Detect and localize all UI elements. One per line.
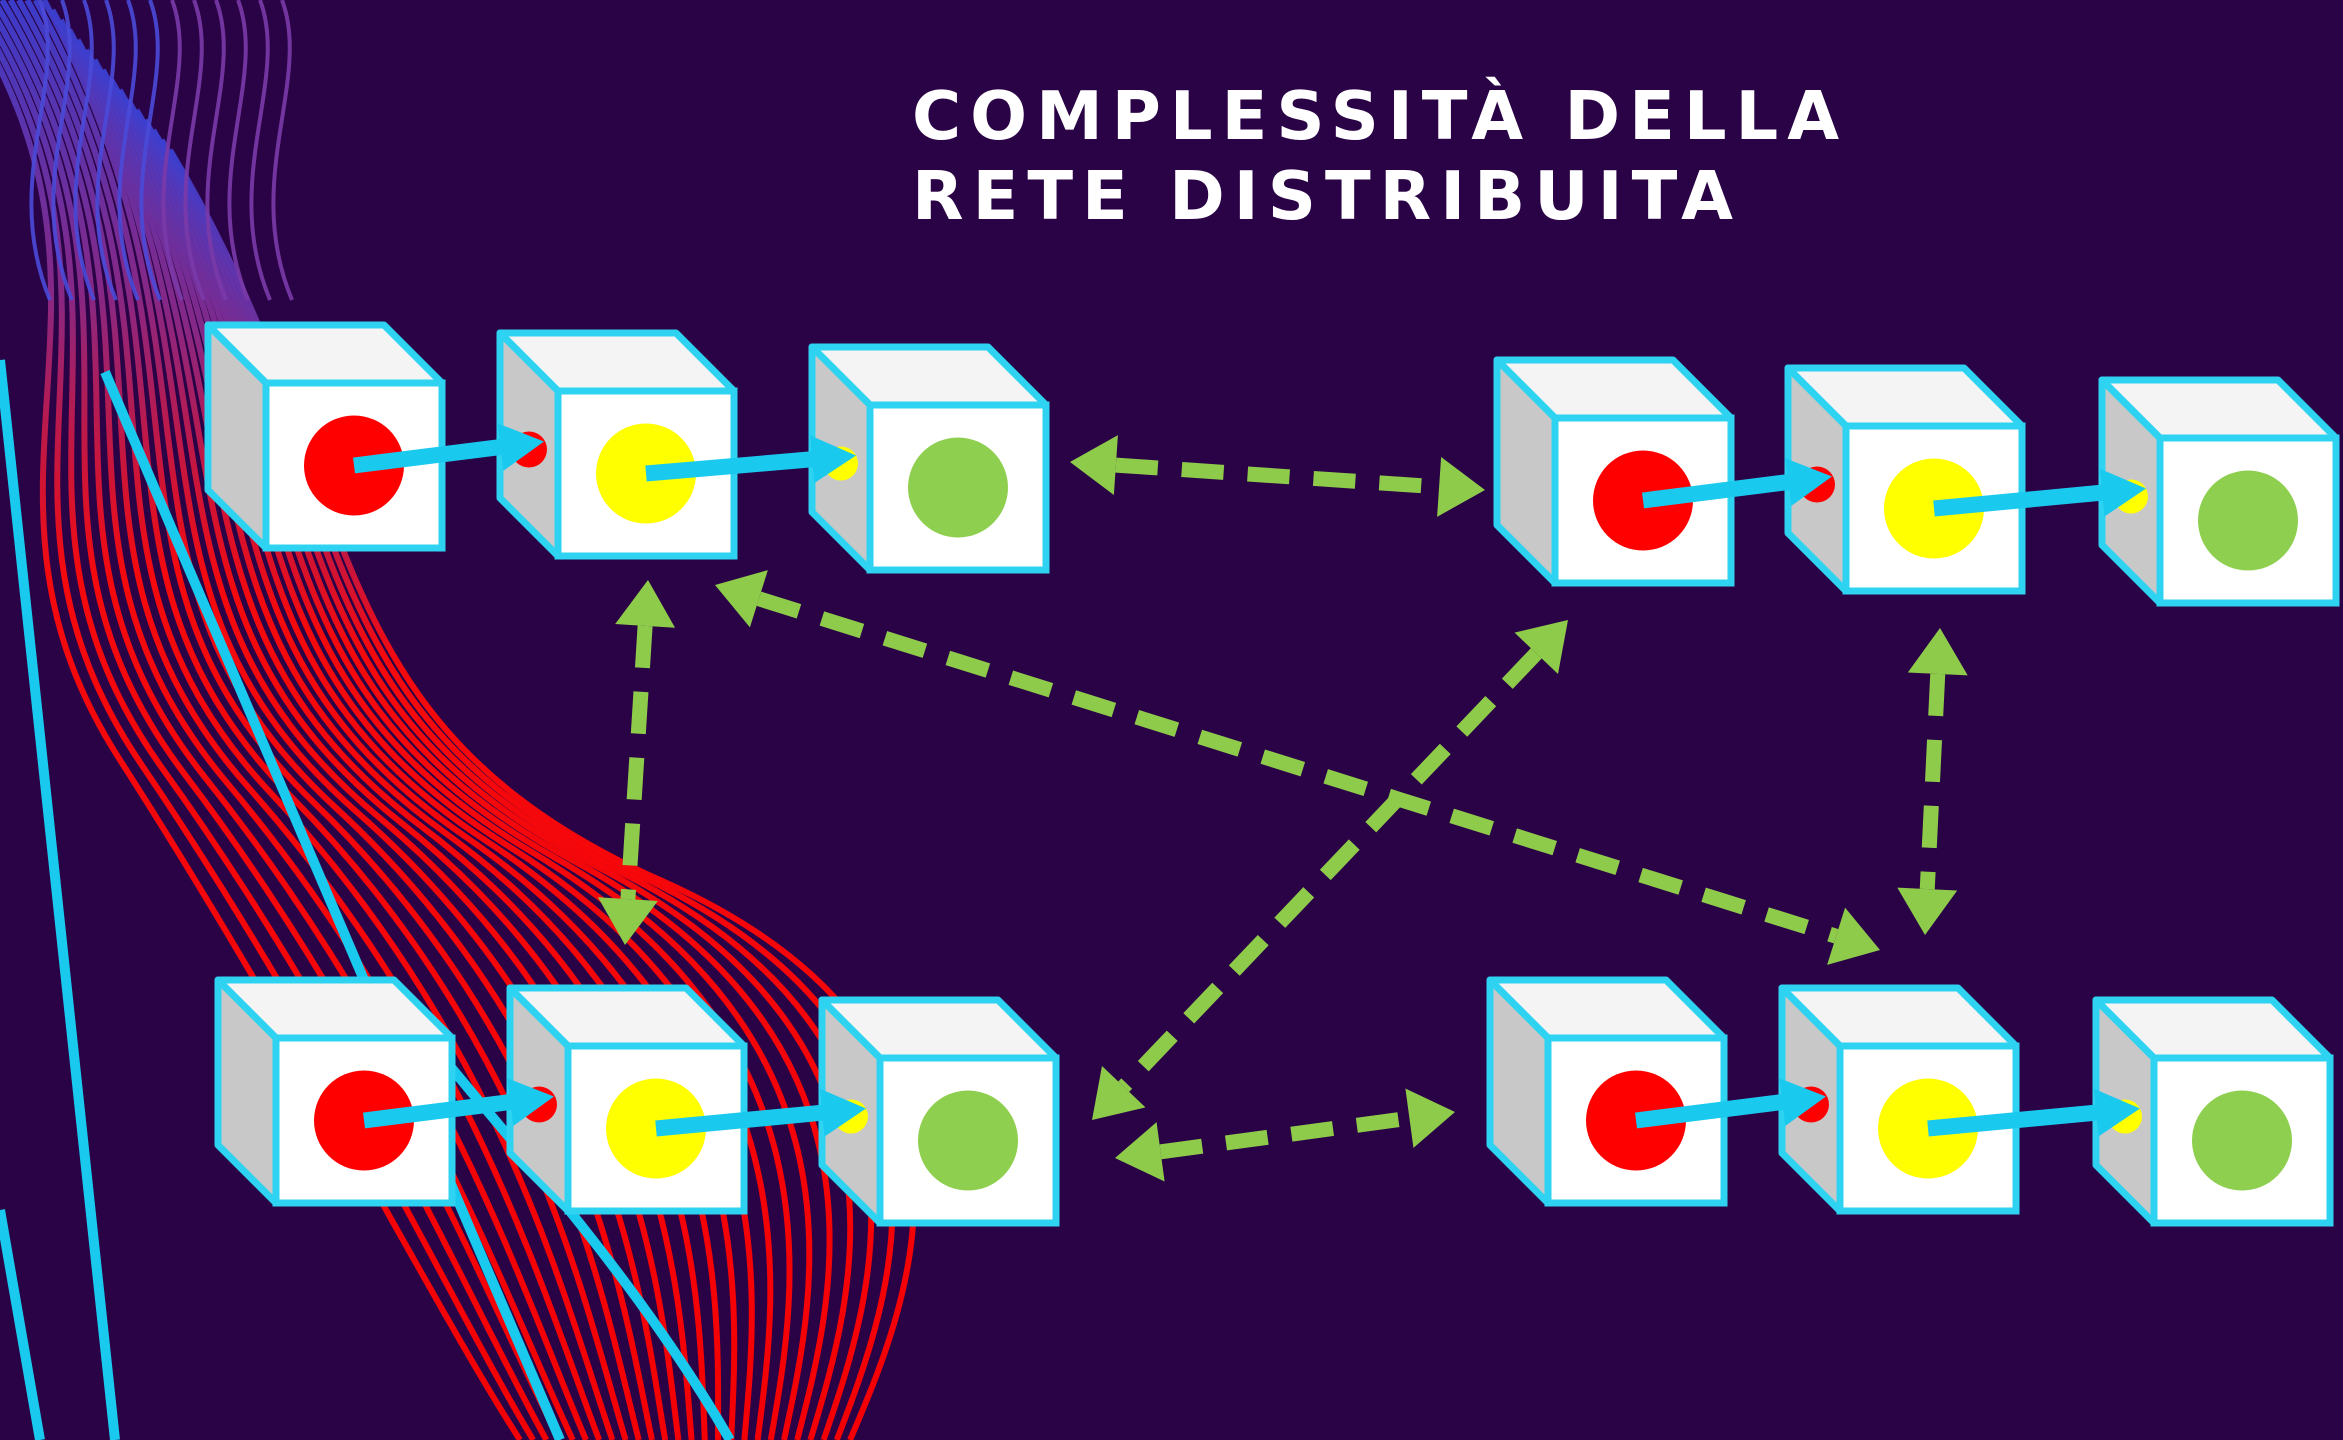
wave-strand (271, 0, 294, 301)
wave-strand (73, 0, 96, 301)
wave-line (32, 0, 642, 1440)
wave-line (0, 5, 576, 1440)
flow-arrow-head (2093, 1088, 2140, 1137)
flow-arrow-head (1785, 458, 1832, 506)
wave-strand (205, 0, 228, 301)
flow-arrow-shaft (655, 1104, 823, 1137)
node-top-right (1493, 356, 2340, 607)
cube-red (1486, 976, 1728, 1207)
stage-dot-green (2198, 470, 2298, 571)
cube-red (1493, 356, 1735, 587)
wave-line (83, 48, 722, 1440)
flow-arrow-shaft (1641, 474, 1790, 509)
wave-strand (227, 0, 250, 301)
link-head (1437, 456, 1485, 517)
link-head (715, 570, 768, 628)
title-line-2: RETE DISTRIBUITA (912, 157, 1742, 235)
link-arrow (1897, 628, 1968, 935)
link-arrow (1070, 435, 1485, 517)
link-head (1514, 620, 1568, 675)
wave-line (66, 28, 695, 1440)
flow-arrow-head (2099, 468, 2146, 517)
wave-line (0, 62, 523, 1440)
stage-dot-green (908, 437, 1008, 538)
flow-arrow-shaft (1634, 1094, 1784, 1129)
network-nodes (204, 321, 2340, 1227)
link-head (1092, 1065, 1146, 1120)
link-shaft (620, 625, 653, 900)
flow-arrow-shaft (1927, 1104, 2097, 1137)
page-title: COMPLESSITÀ DELLA RETE DISTRIBUITA (912, 76, 2112, 236)
stage-dot-green (2192, 1090, 2292, 1191)
link-head (1070, 435, 1118, 496)
flow-arrow-shaft (1933, 484, 2103, 517)
node-bottom-right (1486, 976, 2334, 1227)
wave-strand (117, 0, 140, 301)
flow-arrow-shaft (645, 451, 813, 482)
flow-arrow-head (819, 1088, 866, 1137)
flow-arrow-shaft (352, 439, 502, 474)
link-head (1827, 907, 1880, 965)
link-shaft (1159, 1110, 1411, 1160)
wave-strand (183, 0, 206, 301)
wave-line (16, 0, 616, 1440)
network-links (597, 435, 1968, 1182)
link-head (597, 897, 658, 945)
link-head (1405, 1088, 1455, 1148)
link-arrow (1115, 1088, 1455, 1182)
wave-strand (51, 0, 74, 301)
wave-line (0, 33, 550, 1440)
wave-line (58, 18, 682, 1440)
link-shaft (1118, 648, 1542, 1092)
wave-strand (249, 0, 272, 301)
wave-strand (95, 0, 118, 301)
cyan-line (100, 370, 565, 1440)
title-line-1: COMPLESSITÀ DELLA (912, 77, 1849, 155)
wave-line (0, 19, 563, 1440)
flow-arrow-shaft (362, 1094, 512, 1129)
flow-arrow-head (507, 1078, 554, 1126)
wave-line (49, 8, 669, 1440)
cube-red (214, 976, 456, 1207)
wave-line (74, 38, 708, 1440)
cyan-line (0, 359, 120, 1440)
wave-line (0, 0, 589, 1440)
link-arrow (597, 580, 676, 945)
flow-arrow-head (497, 423, 544, 471)
link-arrow (715, 570, 1880, 965)
link-shaft (1115, 457, 1440, 495)
cube-green (2098, 376, 2340, 607)
stage-dot-green (918, 1090, 1018, 1191)
link-head (615, 580, 676, 628)
wave-strand (139, 0, 162, 301)
cube-green (2092, 996, 2334, 1227)
cyan-line (0, 1209, 45, 1440)
link-head (1897, 887, 1958, 935)
node-bottom-left (214, 976, 1060, 1227)
flow-arrow-head (810, 435, 856, 484)
link-shaft (1919, 673, 1946, 890)
cube-red (204, 321, 446, 552)
link-head (1907, 628, 1968, 676)
wave-strand (161, 0, 184, 301)
link-arrow (1092, 620, 1568, 1120)
link-shaft (756, 591, 1839, 944)
node-top-left (204, 321, 1050, 574)
cube-green (818, 996, 1060, 1227)
wave-strand (29, 0, 52, 301)
link-head (1115, 1122, 1165, 1182)
flow-arrow-head (1779, 1078, 1826, 1126)
